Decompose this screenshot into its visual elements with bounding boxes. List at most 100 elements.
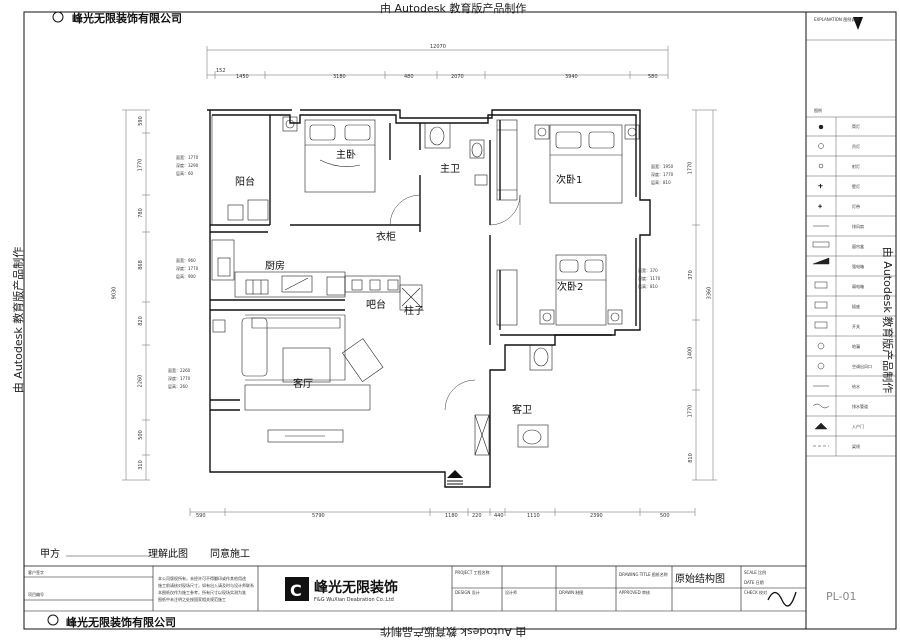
company-name-top: 峰光无限装饰有限公司 [72,12,182,25]
legend-item-label: 射灯 [852,164,860,169]
signature-icon [767,591,797,607]
room-bedroom2: 次卧2 [557,282,584,293]
top-dimension-lines [122,46,717,516]
bedroom2-bed [496,254,623,326]
dim-left-1: 1770 [137,158,144,172]
watermark-bottom: 由 Autodesk 教育版产品制作 [380,625,527,638]
tb-note-1: 施工前请核对现场尺寸，如有出入请及时与设计师联系 [158,583,254,588]
tb-note-3: 图纸中未注明之处按国家相关规范施工 [158,597,226,602]
tb-logo-en: F&G WuXian Deabration Co.,Ltd [314,597,394,603]
dim-bottom-2: 1180 [445,513,458,519]
note-balcony-2: 层高：60 [176,171,194,176]
entrance-arrow-icon [447,470,463,488]
room-bedroom1: 次卧1 [556,175,583,186]
legend-item-label: 开关 [852,324,860,329]
legend-item-label: 地漏 [852,344,860,349]
tb-project-label: PROJECT 工程名称 [455,570,490,575]
guest-bath-fixtures [474,344,553,456]
balcony-fixtures [211,115,269,225]
dim-right-4: 810 [687,453,694,463]
dim-left-2: 780 [137,208,144,218]
tb-check-label: CHECK 校对 [744,590,768,595]
legend-item-label: 空调出风口 [852,364,872,369]
tb-design-label: DESIGN 设计 [455,590,480,595]
room-living: 客厅 [293,379,313,390]
note-bedroom2-2: 层高：810 [638,284,658,289]
room-balcony: 阳台 [235,177,255,188]
tb-drawing-title: 原始结构图 [675,574,725,585]
tb-note-2: 本图纸仅作为施工参考，所有尺寸以现场实测为准 [158,590,246,595]
tb-scale-label: SCALE 比例 [744,570,767,575]
tb-sheet-number: PL-01 [826,590,857,603]
dim-left-6: 500 [137,430,144,440]
room-master-bedroom: 主卧 [336,150,356,161]
legend-item-label: 壁灯 [852,184,860,189]
room-bar: 吧台 [366,300,386,311]
note-kitchen-1: 深度：1770 [176,266,199,271]
legend-item-label: 排风扇 [852,224,864,229]
legend-item-label: 排水管道 [852,404,868,409]
dim-top-2: 3180 [333,74,346,80]
living-furniture [212,314,384,443]
dim-left-0: 590 [137,116,144,126]
legend-item-label: 给水 [852,384,860,389]
svg-text:C: C [290,581,302,600]
note-bedroom2-1: 深度：1170 [638,276,661,281]
room-column: 柱子 [404,306,424,317]
note-bedroom1-1: 深度：1770 [651,172,674,177]
tb-owner-label: 客户签字 [28,570,44,575]
dim-right-1: 370 [687,270,694,280]
signoff-understand: 理解此图 [148,549,188,560]
legend-grid [806,39,896,457]
dim-left-4: 820 [137,316,144,326]
tb-date-label: DATE 日期 [744,580,764,585]
note-living-2: 层高：260 [168,384,188,389]
dim-bottom-7: 500 [660,513,670,519]
dim-bottom-5: 1110 [527,513,540,519]
dim-top-6: 580 [648,74,658,80]
tb-designed: 设计师 [505,590,517,595]
legend-item-label: 梁线 [852,444,860,449]
dim-bottom-1: 5790 [312,513,325,519]
note-bedroom1-2: 层高：810 [651,180,671,185]
legend-header: EXPLANATION 图例说明 [814,17,860,22]
master-bath-fixtures [424,122,488,186]
watermark-right: 由 Autodesk 教育版产品制作 [881,246,895,394]
room-master-bath: 主卫 [440,164,460,175]
bar-fixtures [344,275,423,311]
signoff-agree: 同意施工 [210,549,250,560]
watermark-left: 由 Autodesk 教育版产品制作 [12,246,26,394]
dim-top-0: 152 [216,68,226,74]
note-living-1: 深度：1770 [168,376,191,381]
walls [207,109,651,488]
room-closet: 衣柜 [376,232,396,243]
dim-bottom-6: 2390 [590,513,603,519]
dim-left-7: 310 [137,460,144,470]
dim-total-width: 12070 [430,44,446,50]
legend-item-label: 筒灯 [852,124,860,129]
note-bedroom1-0: 面宽：1950 [651,164,674,169]
legend-item-label: 插座 [852,304,860,309]
titleblock-grid [24,566,806,611]
dim-top-5: 3940 [565,74,578,80]
legend-item-label: 灯带 [852,204,860,209]
legend-arrow-icon [853,17,863,30]
note-balcony-0: 面宽：1770 [176,155,199,160]
dim-left-5: 2260 [137,374,144,388]
watermark-top: 由 Autodesk 教育版产品制作 [380,2,527,15]
company-logo-icon: C [47,11,309,626]
tb-note-0: 本公司版权所有，未经许可不得翻印或作其他用途 [158,576,246,581]
legend-item-label: 强电箱 [852,264,864,269]
legend-symbols: + + [812,124,830,447]
room-kitchen: 厨房 [265,261,285,272]
legend-item-label: 入户门 [852,424,864,429]
dim-top-1: 1450 [236,74,249,80]
dim-left-total: 9030 [111,286,118,300]
tb-code-label: 项目编号 [28,592,44,597]
note-kitchen-0: 面宽：960 [176,258,196,263]
dim-bottom-0: 590 [196,513,206,519]
legend-item-label: 弱电箱 [852,284,864,289]
svg-text:+: + [818,183,823,190]
